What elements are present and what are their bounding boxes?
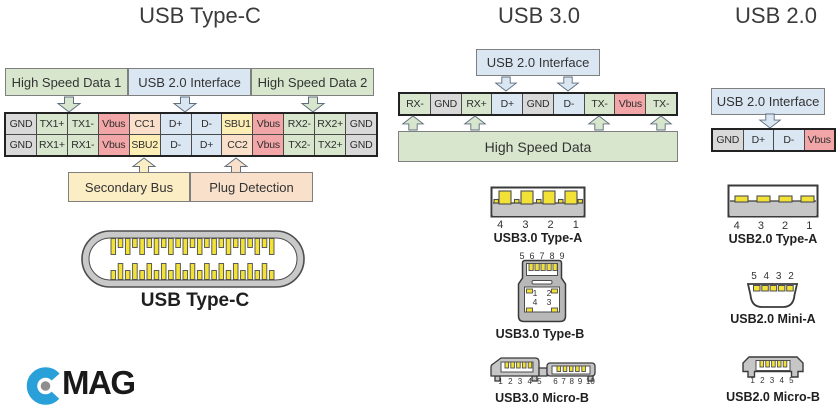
pin-cell-gnd: GND <box>6 135 36 155</box>
pin-cell-tx-: TX- <box>584 94 615 114</box>
usb2-mini-a-label: USB2.0 Mini-A <box>730 312 816 326</box>
usb2-type-a-connector-drawing <box>727 184 819 218</box>
pin-cell-d+: D+ <box>160 114 191 134</box>
pin-cell-gnd: GND <box>713 130 743 150</box>
pin-cell-tx1+: TX1+ <box>36 114 67 134</box>
arrow-down-icon <box>172 96 198 113</box>
usb3-type-b-label: USB3.0 Type-B <box>495 327 585 341</box>
usb2-micro-b-pin-numbers: 1 2 3 4 5 <box>750 376 794 385</box>
label-secondary-bus: Secondary Bus <box>68 172 190 202</box>
section-title-usb-type-c: USB Type-C <box>139 3 261 28</box>
pin-cell-rx1-: RX1- <box>67 135 98 155</box>
pin-cell-sbu2: SBU2 <box>129 135 160 155</box>
usb3-micro-b-label: USB3.0 Micro-B <box>495 391 589 405</box>
pin-cell-d-: D- <box>160 135 191 155</box>
pin-cell-tx-: TX- <box>646 94 677 114</box>
usb3-type-b-inner-numbers-top: 1 2 <box>532 288 552 298</box>
label-high-speed-data-2: High Speed Data 2 <box>251 68 374 96</box>
usb3-micro-b-right-numbers: 6 7 8 9 10 <box>553 377 595 386</box>
label-usb2-interface-usb3: USB 2.0 Interface <box>476 49 600 76</box>
usb3-micro-b-connector-drawing <box>490 357 596 382</box>
label-plug-detection: Plug Detection <box>190 172 313 202</box>
usb3-type-a-connector-drawing <box>490 186 586 218</box>
label-high-speed-data: High Speed Data <box>398 131 678 162</box>
usb2-type-a-pin-numbers: 4 3 2 1 <box>733 220 813 232</box>
usb3-type-a-label: USB3.0 Type-A <box>493 231 583 245</box>
logo-c-icon <box>26 367 65 405</box>
usb2-micro-b-label: USB2.0 Micro-B <box>726 390 820 404</box>
pin-cell-gnd: GND <box>346 114 377 134</box>
arrow-down-icon <box>56 96 82 113</box>
label-high-speed-data-1: High Speed Data 1 <box>5 68 128 96</box>
section-title-usb3: USB 3.0 <box>498 3 580 28</box>
pin-cell-vbus: Vbus <box>804 130 834 150</box>
label-usb2-interface-usb2: USB 2.0 Interface <box>711 88 825 115</box>
pin-cell-tx2-: TX2- <box>284 135 315 155</box>
arrow-down-icon <box>556 76 580 92</box>
pin-cell-rx2-: RX2- <box>284 114 315 134</box>
pin-cell-sbu1: SBU1 <box>222 114 253 134</box>
arrow-down-icon <box>300 96 326 113</box>
pin-cell-vbus: Vbus <box>253 114 284 134</box>
arrow-up-icon <box>649 115 673 131</box>
pin-cell-rx-: RX- <box>400 94 430 114</box>
arrow-down-icon <box>758 113 782 129</box>
pin-cell-rx+: RX+ <box>461 94 492 114</box>
usb2-micro-b-connector-drawing <box>742 356 804 378</box>
typec-connector-label: USB Type-C <box>140 290 250 311</box>
usb3-type-a-pin-numbers: 4 3 2 1 <box>497 219 579 231</box>
arrow-up-icon <box>463 115 487 131</box>
section-title-usb2: USB 2.0 <box>735 3 817 28</box>
pin-cell-gnd: GND <box>523 94 553 114</box>
pin-cell-vbus: Vbus <box>615 94 646 114</box>
usb3-type-b-top-numbers: 5 6 7 8 9 <box>519 251 565 261</box>
pin-cell-d-: D- <box>191 114 222 134</box>
pin-cell-vbus: Vbus <box>98 135 129 155</box>
typec-connector-pins <box>110 238 275 280</box>
pin-cell-gnd: GND <box>430 94 461 114</box>
label-usb2-interface-typec: USB 2.0 Interface <box>128 68 251 96</box>
pin-cell-cc1: CC1 <box>129 114 160 134</box>
pin-cell-d-: D- <box>774 130 804 150</box>
usb3-type-b-connector-drawing <box>517 259 567 323</box>
arrow-up-icon <box>131 157 157 174</box>
arrow-up-icon <box>587 115 611 131</box>
arrow-down-icon <box>494 76 518 92</box>
pin-cell-d+: D+ <box>191 135 222 155</box>
pin-cell-tx2+: TX2+ <box>315 135 346 155</box>
pin-cell-cc2: CC2 <box>222 135 253 155</box>
usb2-type-a-label: USB2.0 Type-A <box>728 232 818 246</box>
usb3-type-b-inner-numbers-bottom: 4 3 <box>532 297 552 307</box>
pin-cell-d+: D+ <box>492 94 523 114</box>
pin-cell-vbus: Vbus <box>98 114 129 134</box>
arrow-up-icon <box>223 157 249 174</box>
pin-cell-tx1-: TX1- <box>67 114 98 134</box>
pin-cell-d+: D+ <box>743 130 773 150</box>
usb-type-c-connector-drawing <box>81 230 305 288</box>
usb2-mini-a-connector-drawing <box>746 283 799 308</box>
pin-cell-gnd: GND <box>346 135 377 155</box>
arrow-up-icon <box>401 115 425 131</box>
pin-cell-gnd: GND <box>6 114 36 134</box>
pin-cell-rx2+: RX2+ <box>315 114 346 134</box>
pin-cell-rx1+: RX1+ <box>36 135 67 155</box>
pin-cell-vbus: Vbus <box>253 135 284 155</box>
pin-cell-d-: D- <box>553 94 584 114</box>
logo-text: MAG <box>62 364 136 401</box>
usb3-micro-b-left-numbers: 1 2 3 4 5 <box>498 377 542 386</box>
